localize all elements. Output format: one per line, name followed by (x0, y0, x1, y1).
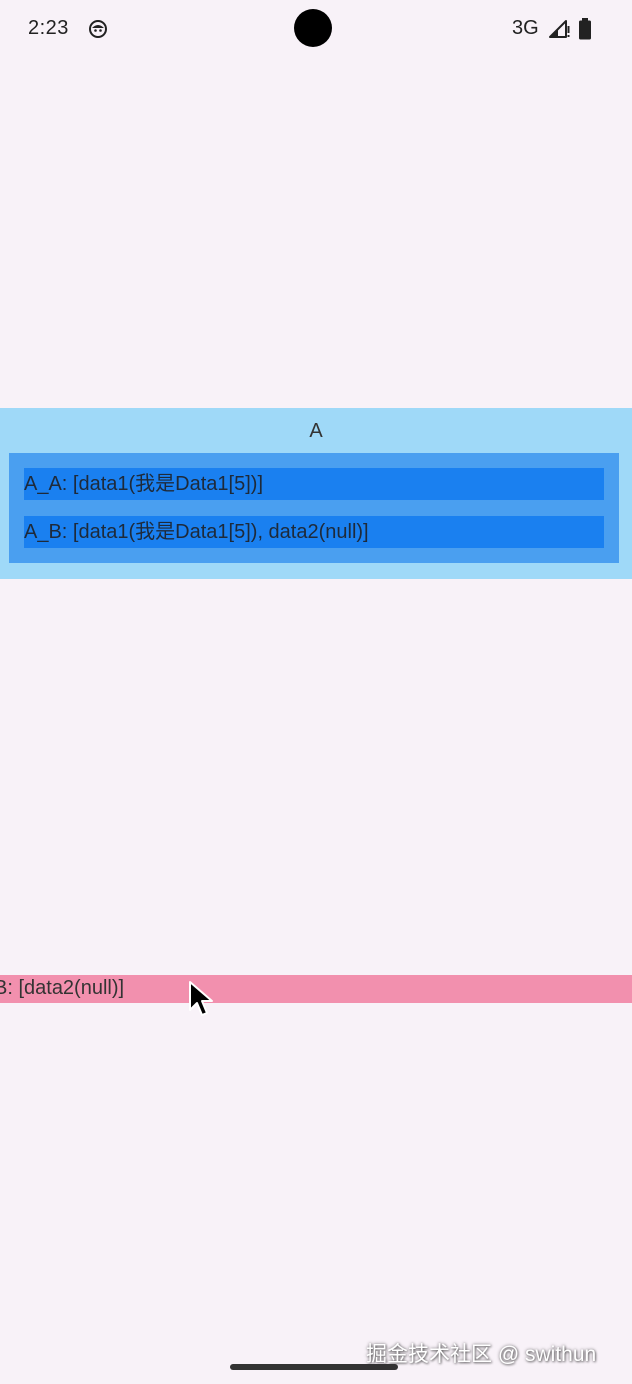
status-bar: 2:23 3G (0, 0, 632, 60)
component-b: B: [data2(null)] (0, 975, 632, 1003)
home-indicator[interactable] (230, 1364, 398, 1370)
app-notification-icon (89, 20, 107, 38)
component-a-children: A_A: [data1(我是Data1[5])] A_B: [data1(我是D… (9, 453, 619, 563)
watermark: 掘金技术社区 @ swithun (366, 1343, 597, 1366)
signal-icon (549, 20, 570, 38)
child-a-b-row: A_B: [data1(我是Data1[5]), data2(null)] (24, 516, 604, 548)
network-type: 3G (512, 17, 539, 39)
status-time: 2:23 (28, 17, 69, 39)
camera-cutout (294, 9, 332, 47)
component-b-text: B: [data2(null)] (0, 977, 125, 999)
mouse-pointer-icon (189, 981, 213, 1016)
child-a-a-row: A_A: [data1(我是Data1[5])] (24, 468, 604, 500)
component-a-title: A (309, 420, 323, 442)
battery-icon (579, 18, 591, 40)
component-a: A A_A: [data1(我是Data1[5])] A_B: [data1(我… (0, 408, 632, 579)
